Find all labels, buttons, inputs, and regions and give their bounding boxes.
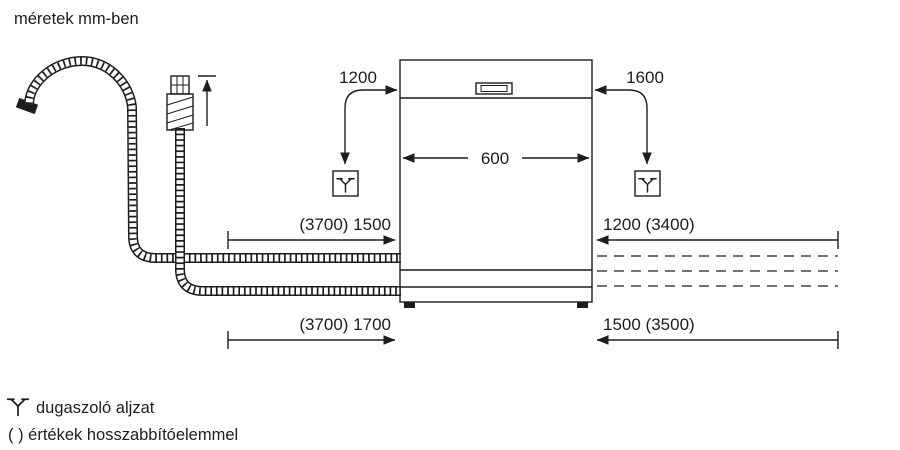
socket-icon — [336, 178, 355, 193]
drain-hose — [15, 56, 401, 263]
inlet-hose-body — [176, 128, 401, 295]
aquastop-height-dimension — [198, 75, 216, 126]
dimension-arrow — [340, 85, 398, 165]
dimension-right-lower: 1500 (3500) — [596, 315, 839, 349]
left-foot — [404, 302, 415, 308]
dimension-left-lower: (3700) 1700 — [227, 315, 396, 349]
dim-label-right-socket: 1600 — [626, 68, 664, 87]
units-note: méretek mm-ben — [14, 10, 139, 28]
dim-label-left-lower: (3700) 1700 — [299, 315, 391, 334]
inlet-hose-corrugation — [176, 128, 401, 295]
inlet-hose — [175, 128, 401, 296]
extension-dashed-lines — [597, 255, 838, 287]
aquastop-hatching — [166, 96, 194, 131]
socket-box-left — [332, 170, 359, 197]
dimension-left-socket: 1200 — [332, 68, 398, 197]
aquastop-valve — [166, 75, 194, 131]
control-panel — [475, 82, 513, 95]
drain-hose-corrugation — [25, 57, 401, 262]
dim-label-left-socket: 1200 — [339, 68, 377, 87]
dim-label-right-lower: 1500 (3500) — [603, 315, 695, 334]
dishwasher — [399, 59, 593, 308]
label-background — [468, 146, 522, 169]
socket-icon — [638, 178, 657, 193]
dim-label-right-upper: 1200 (3400) — [603, 215, 695, 234]
dim-label-width: 600 — [481, 149, 509, 168]
dim-label-left-upper: (3700) 1500 — [299, 215, 391, 234]
socket-icon — [6, 398, 30, 417]
legend: dugaszoló aljzat ( ) értékek hosszabbító… — [6, 398, 238, 444]
aquastop-body — [166, 93, 194, 131]
right-foot — [577, 302, 588, 308]
dimension-right-socket: 1600 — [594, 68, 664, 197]
display — [480, 85, 508, 92]
socket-box-right — [634, 170, 661, 197]
dishwasher-outline — [399, 59, 593, 303]
legend-extension-note: ( ) értékek hosszabbítóelemmel — [8, 426, 238, 444]
legend-socket-label: dugaszoló aljzat — [36, 399, 155, 417]
dimension-appliance-width: 600 — [402, 146, 590, 169]
dimension-left-upper: (3700) 1500 — [227, 215, 396, 249]
hose-end-fitting — [15, 97, 39, 115]
inlet-hose-outline — [175, 128, 401, 296]
dimension-right-upper: 1200 (3400) — [596, 215, 839, 249]
dimension-arrow — [594, 85, 652, 165]
